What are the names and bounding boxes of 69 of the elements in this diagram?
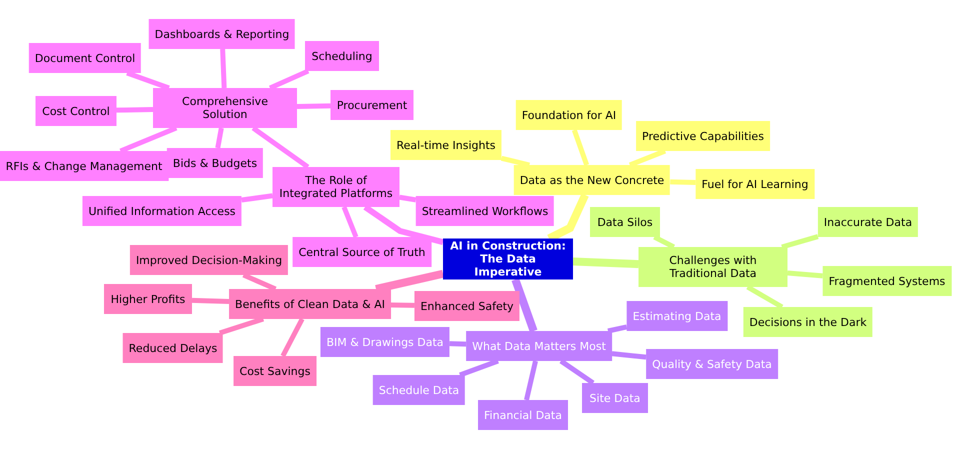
connector-line bbox=[363, 204, 444, 246]
connector-line bbox=[120, 126, 178, 154]
topic-box: Higher Profits bbox=[104, 284, 192, 314]
topic-box: What Data Matters Most bbox=[466, 331, 612, 361]
topic-box: Comprehensive Solution bbox=[153, 88, 297, 128]
connector-line bbox=[390, 302, 414, 308]
topic-box: Data Silos bbox=[590, 207, 660, 237]
topic-box: Bids & Budgets bbox=[166, 148, 264, 178]
connector-line bbox=[399, 194, 416, 202]
connector-line bbox=[607, 324, 628, 334]
topic-box: Inaccurate Data bbox=[818, 207, 918, 237]
topic-box: Reduced Delays bbox=[122, 333, 224, 363]
connector-line bbox=[280, 318, 304, 358]
connector-line bbox=[252, 126, 310, 170]
central-topic-box: AI in Construction: The Data Imperative bbox=[443, 238, 573, 280]
connector-line bbox=[572, 258, 639, 268]
topic-box: Fragmented Systems bbox=[822, 266, 952, 296]
connector-line bbox=[241, 193, 273, 202]
topic-box: Challenges with Traditional Data bbox=[638, 247, 788, 287]
connector-line bbox=[787, 270, 823, 278]
topic-box: Cost Savings bbox=[234, 356, 316, 386]
connector-line bbox=[628, 148, 666, 168]
topic-box: BIM & Drawings Data bbox=[320, 327, 450, 357]
topic-box: Scheduling bbox=[305, 41, 379, 71]
connector-line bbox=[560, 358, 594, 386]
topic-box: Document Control bbox=[28, 43, 142, 73]
connector-line bbox=[781, 234, 819, 250]
topic-box: Predictive Capabilities bbox=[636, 121, 770, 151]
connector-line bbox=[524, 360, 538, 401]
topic-box: Improved Decision-Making bbox=[130, 245, 288, 275]
topic-box: Enhanced Safety bbox=[414, 291, 520, 321]
topic-box: Foundation for AI bbox=[516, 100, 622, 130]
topic-box: Financial Data bbox=[478, 400, 568, 430]
connector-line bbox=[459, 358, 499, 378]
topic-box: Site Data bbox=[582, 383, 648, 413]
topic-box: Fuel for AI Learning bbox=[696, 169, 814, 199]
connector-line bbox=[342, 206, 358, 238]
topic-box: Cost Control bbox=[36, 96, 116, 126]
topic-box: Unified Information Access bbox=[82, 196, 242, 226]
connector-line bbox=[653, 234, 676, 250]
connector-line bbox=[116, 106, 154, 113]
connector-line bbox=[242, 272, 277, 292]
connector-line bbox=[126, 70, 170, 90]
topic-box: Data as the New Concrete bbox=[514, 165, 670, 195]
connector-line bbox=[500, 156, 530, 168]
connector-line bbox=[746, 284, 784, 310]
connector-line bbox=[296, 103, 331, 110]
topic-box: Central Source of Truth bbox=[292, 237, 432, 267]
topic-box: Benefits of Clean Data & AI bbox=[229, 289, 391, 319]
topic-box: Dashboards & Reporting bbox=[148, 19, 296, 49]
topic-box: Decisions in the Dark bbox=[743, 307, 873, 337]
topic-box: The Role of Integrated Platforms bbox=[272, 167, 400, 207]
connector-line bbox=[215, 128, 224, 148]
topic-box: Estimating Data bbox=[626, 301, 728, 331]
connector-line bbox=[218, 316, 264, 336]
connector-line bbox=[192, 298, 230, 304]
topic-box: Schedule Data bbox=[372, 375, 466, 405]
connector-line bbox=[612, 351, 646, 360]
topic-box: Procurement bbox=[330, 90, 414, 120]
connector-line bbox=[572, 129, 590, 166]
topic-box: Real-time Insights bbox=[390, 130, 502, 160]
topic-box: Streamlined Workflows bbox=[416, 196, 554, 226]
connector-line bbox=[268, 68, 310, 90]
connector-line bbox=[670, 179, 696, 186]
topic-box: Quality & Safety Data bbox=[646, 349, 778, 379]
connector-line bbox=[512, 278, 538, 332]
topic-box: RFIs & Change Management bbox=[0, 151, 168, 181]
connector-line bbox=[220, 48, 227, 88]
connector-line bbox=[449, 341, 466, 347]
